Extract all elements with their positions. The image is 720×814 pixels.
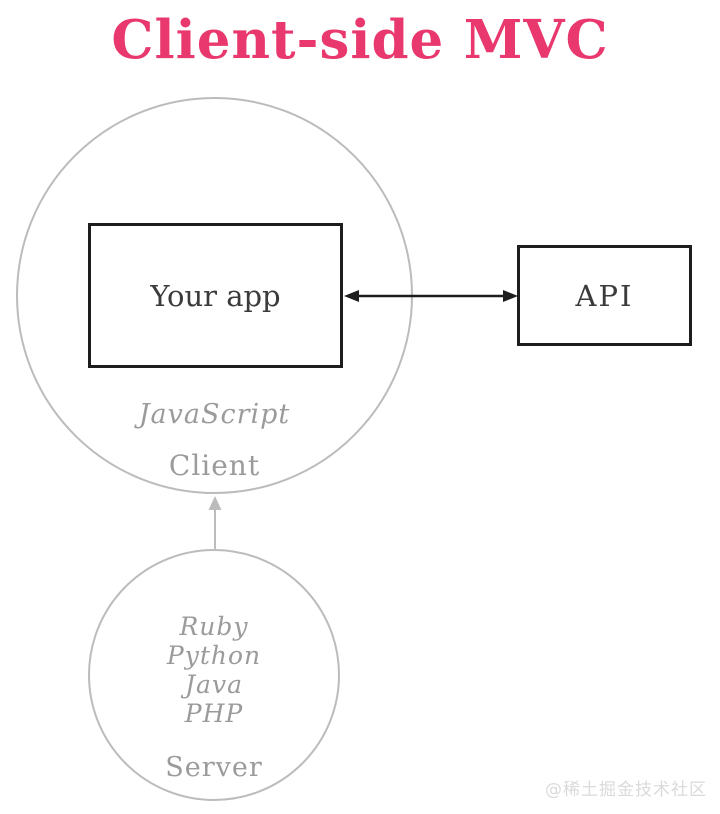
language-item: Ruby bbox=[179, 612, 249, 641]
server-languages: Ruby Python Java PHP bbox=[88, 612, 340, 728]
client-label: Client bbox=[168, 449, 261, 482]
language-item: Java bbox=[185, 670, 243, 699]
language-item: PHP bbox=[184, 699, 244, 728]
language-item: Python bbox=[166, 641, 262, 670]
watermark: @稀土掘金技术社区 bbox=[545, 780, 707, 800]
bidirectional-arrow-icon bbox=[344, 290, 518, 302]
server-circle bbox=[88, 549, 340, 801]
your-app-label: Your app bbox=[150, 278, 281, 313]
up-arrow-icon bbox=[208, 496, 222, 549]
your-app-box: Your app bbox=[88, 223, 343, 368]
api-box: API bbox=[517, 245, 692, 346]
server-label: Server bbox=[165, 752, 263, 783]
api-label: API bbox=[575, 278, 634, 313]
javascript-label: JavaScript bbox=[138, 399, 291, 430]
page-title: Client-side MVC bbox=[111, 9, 609, 71]
